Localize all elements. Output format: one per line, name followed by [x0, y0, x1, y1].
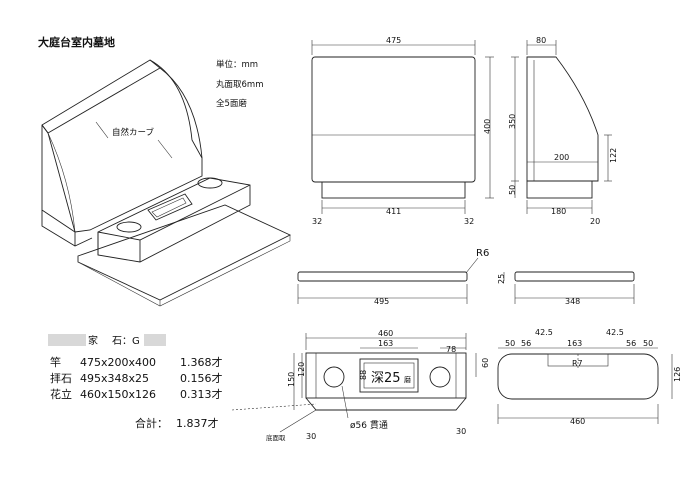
side-depth-mid: 200	[554, 153, 569, 162]
fs-height: 126	[673, 367, 682, 382]
isometric-sketch: 自然カーブ	[41, 59, 292, 307]
item-2-vol: 0.313才	[180, 387, 223, 401]
total-label: 合計：	[135, 416, 168, 430]
drawing-title: 大庭台室内墓地	[38, 35, 115, 49]
side-offset: 20	[590, 217, 600, 226]
item-2-name: 花立	[50, 387, 72, 401]
side-height: 350	[508, 114, 517, 129]
item-1-size: 495x348x25	[80, 372, 149, 385]
fs-length: 460	[570, 417, 585, 426]
fs-center: 163	[567, 339, 582, 348]
item-0-size: 475x200x400	[80, 356, 156, 369]
front-width: 475	[386, 36, 401, 45]
box-polish-text: 磨	[404, 375, 411, 384]
plan-inner: 163	[378, 339, 393, 348]
item-2-size: 460x150x126	[80, 388, 156, 401]
item-1-name: 拝石	[50, 372, 72, 385]
fs-d6: 50	[643, 339, 653, 348]
side-base-h: 50	[508, 185, 517, 195]
note-chamfer: 丸面取6mm	[216, 79, 263, 90]
plan-h-inner: 120	[297, 362, 306, 377]
side-step: 122	[609, 148, 618, 163]
bottom-chamfer-note: 底面取	[266, 433, 286, 442]
plan-step: 78	[446, 345, 456, 354]
side-base-depth: 180	[551, 207, 566, 216]
fs-d1: 50	[505, 339, 515, 348]
stone-label: 石：G	[112, 336, 140, 347]
fs-d5: 56	[626, 339, 636, 348]
side-view: 80 350 50 122 200 180 20	[508, 36, 618, 226]
flower-side-view: R7 50 56 42.5 163 42.5 56 50 460 126	[497, 328, 682, 426]
item-0-name: 竿	[50, 355, 61, 369]
plan-right-offset: 30	[456, 427, 466, 436]
flower-plan-view: 深25 磨 460 163 78 150 120 60 88 30 30 ø56…	[231, 329, 490, 442]
plan-h-right: 60	[481, 358, 490, 368]
front-height: 400	[483, 119, 492, 134]
hole-note: ø56 貫通	[350, 420, 388, 431]
side-top: 80	[536, 36, 546, 45]
plan-box-h: 88	[359, 370, 368, 380]
total-value: 1.837才	[176, 416, 219, 430]
front-right-offset: 32	[464, 217, 474, 226]
fs-d2: 56	[521, 339, 531, 348]
slab-radius: R6	[476, 248, 489, 259]
note-unit: 単位：mm	[216, 59, 258, 70]
front-left-offset: 32	[312, 217, 322, 226]
slab-thick: 25	[497, 274, 506, 284]
slab-length: 495	[374, 297, 389, 306]
box-depth-text: 深25	[371, 371, 401, 386]
plan-left-offset: 30	[306, 432, 316, 441]
front-view: 475 400 411 32 32	[311, 36, 494, 226]
front-base-width: 411	[386, 207, 401, 216]
side-center-mark: R7	[572, 359, 583, 368]
item-0-vol: 1.368才	[180, 355, 223, 369]
plan-h-total: 150	[287, 372, 296, 387]
curve-label: 自然カーブ	[112, 127, 154, 138]
stone-list: 家 石：G 竿 475x200x400 1.368才 拝石 495x348x25…	[48, 334, 223, 430]
slab-depth: 348	[565, 297, 580, 306]
plan-width: 460	[378, 329, 393, 338]
family-label: 家	[88, 334, 98, 347]
fs-d4: 42.5	[606, 328, 624, 337]
note-polish: 全5面磨	[216, 98, 247, 109]
item-1-vol: 0.156才	[180, 371, 223, 385]
slab-views: R6 495 25 348	[297, 248, 635, 306]
fs-d3: 42.5	[535, 328, 553, 337]
